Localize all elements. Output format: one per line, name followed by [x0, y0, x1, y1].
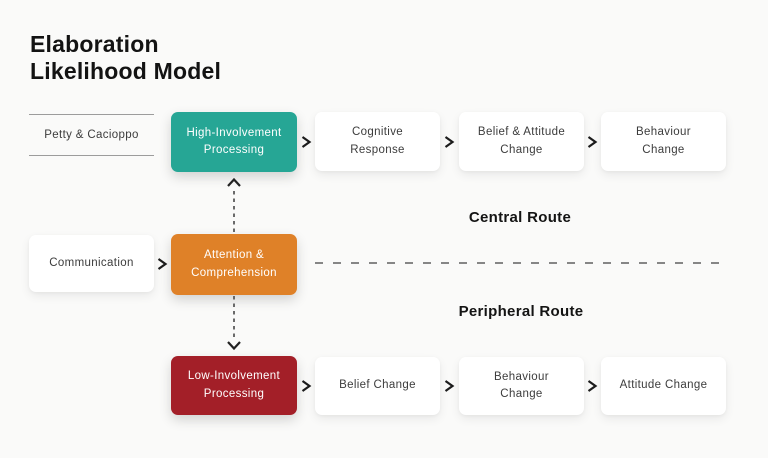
attitude-change-box: Attitude Change — [601, 357, 726, 415]
behaviour-change-central-box: Behaviour Change — [601, 112, 726, 171]
chevron-right-icon — [587, 136, 598, 148]
dashed-arrow-down-icon — [227, 296, 241, 351]
chevron-right-icon — [587, 380, 598, 392]
chevron-right-icon — [157, 258, 168, 270]
high-involvement-processing-box: High-Involvement Processing — [171, 112, 297, 172]
chevron-right-icon — [301, 136, 312, 148]
central-route-label: Central Route — [468, 209, 572, 226]
belief-attitude-change-box: Belief & Attitude Change — [459, 112, 584, 171]
peripheral-route-label: Peripheral Route — [458, 303, 584, 320]
route-divider-dashed-line — [315, 262, 725, 264]
dashed-arrow-up-icon — [227, 177, 241, 232]
chevron-right-icon — [444, 380, 455, 392]
communication-box: Communication — [29, 235, 154, 292]
low-involvement-processing-box: Low-Involvement Processing — [171, 356, 297, 415]
chevron-right-icon — [444, 136, 455, 148]
behaviour-change-peripheral-box: Behaviour Change — [459, 357, 584, 415]
cognitive-response-box: Cognitive Response — [315, 112, 440, 171]
chevron-right-icon — [301, 380, 312, 392]
belief-change-box: Belief Change — [315, 357, 440, 415]
page-title: Elaboration Likelihood Model — [30, 31, 222, 84]
attribution-label: Petty & Cacioppo — [29, 114, 154, 156]
attention-comprehension-box: Attention & Comprehension — [171, 234, 297, 295]
